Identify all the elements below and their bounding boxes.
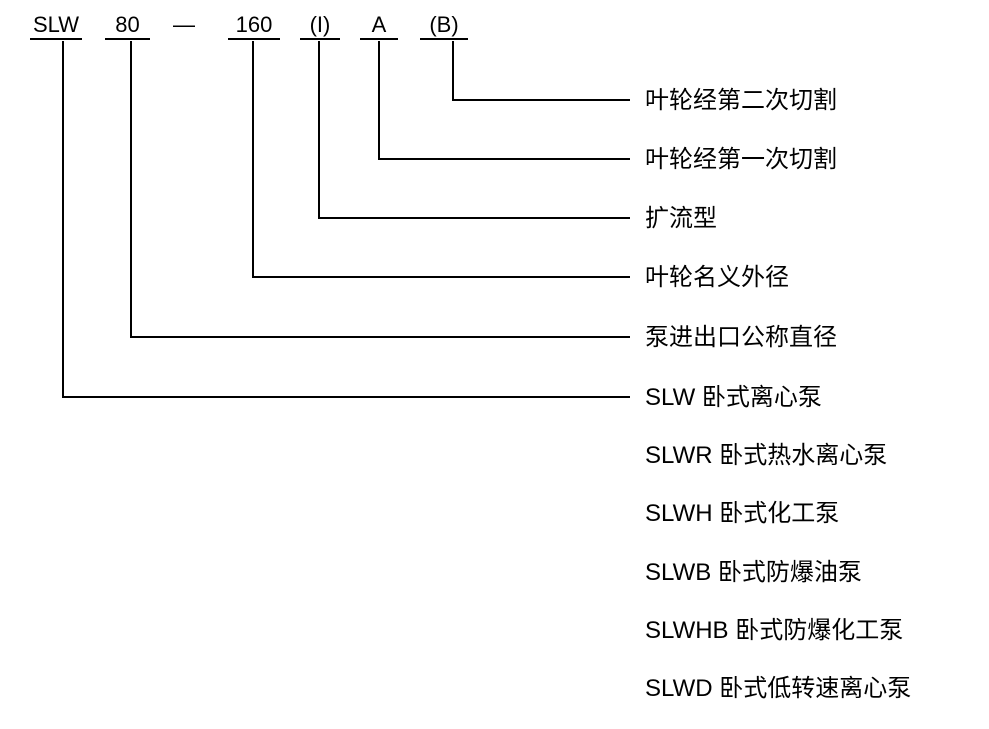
code-segment-diameter: 80 xyxy=(105,12,150,40)
connector-line-diameter xyxy=(130,41,630,338)
code-segment-impeller: 160 xyxy=(228,12,280,40)
variant-item-slwh: SLWH 卧式化工泵 xyxy=(645,500,840,527)
callout-label-series: SLW 卧式离心泵 xyxy=(645,384,822,411)
connector-line-impeller xyxy=(252,41,630,278)
code-text-second-cut: (B) xyxy=(429,12,459,37)
connector-line-second-cut xyxy=(452,41,630,101)
variant-item-slwr: SLWR 卧式热水离心泵 xyxy=(645,442,888,469)
callout-label-diameter: 泵进出口公称直径 xyxy=(645,324,837,351)
connector-line-diffuser xyxy=(318,41,630,219)
variant-item-slwb: SLWB 卧式防爆油泵 xyxy=(645,559,862,586)
code-text-dash: — xyxy=(173,12,195,37)
callout-label-first-cut: 叶轮经第一次切割 xyxy=(645,146,837,173)
code-segment-first-cut: A xyxy=(360,12,398,40)
code-text-first-cut: A xyxy=(371,12,387,37)
code-text-series: SLW xyxy=(32,12,80,37)
code-segment-diffuser: (I) xyxy=(300,12,340,40)
code-segment-dash: — xyxy=(168,12,200,38)
code-segment-series: SLW xyxy=(30,12,82,40)
code-segment-second-cut: (B) xyxy=(420,12,468,40)
callout-label-diffuser: 扩流型 xyxy=(645,205,717,232)
variant-item-slwd: SLWD 卧式低转速离心泵 xyxy=(645,675,912,702)
variant-item-slwhb: SLWHB 卧式防爆化工泵 xyxy=(645,617,904,644)
callout-label-second-cut: 叶轮经第二次切割 xyxy=(645,87,837,114)
code-text-diameter: 80 xyxy=(115,12,140,37)
connector-line-first-cut xyxy=(378,41,630,160)
callout-label-impeller: 叶轮名义外径 xyxy=(645,264,789,291)
code-text-diffuser: (I) xyxy=(309,12,331,37)
code-text-impeller: 160 xyxy=(235,12,273,37)
connector-line-series xyxy=(62,41,630,398)
